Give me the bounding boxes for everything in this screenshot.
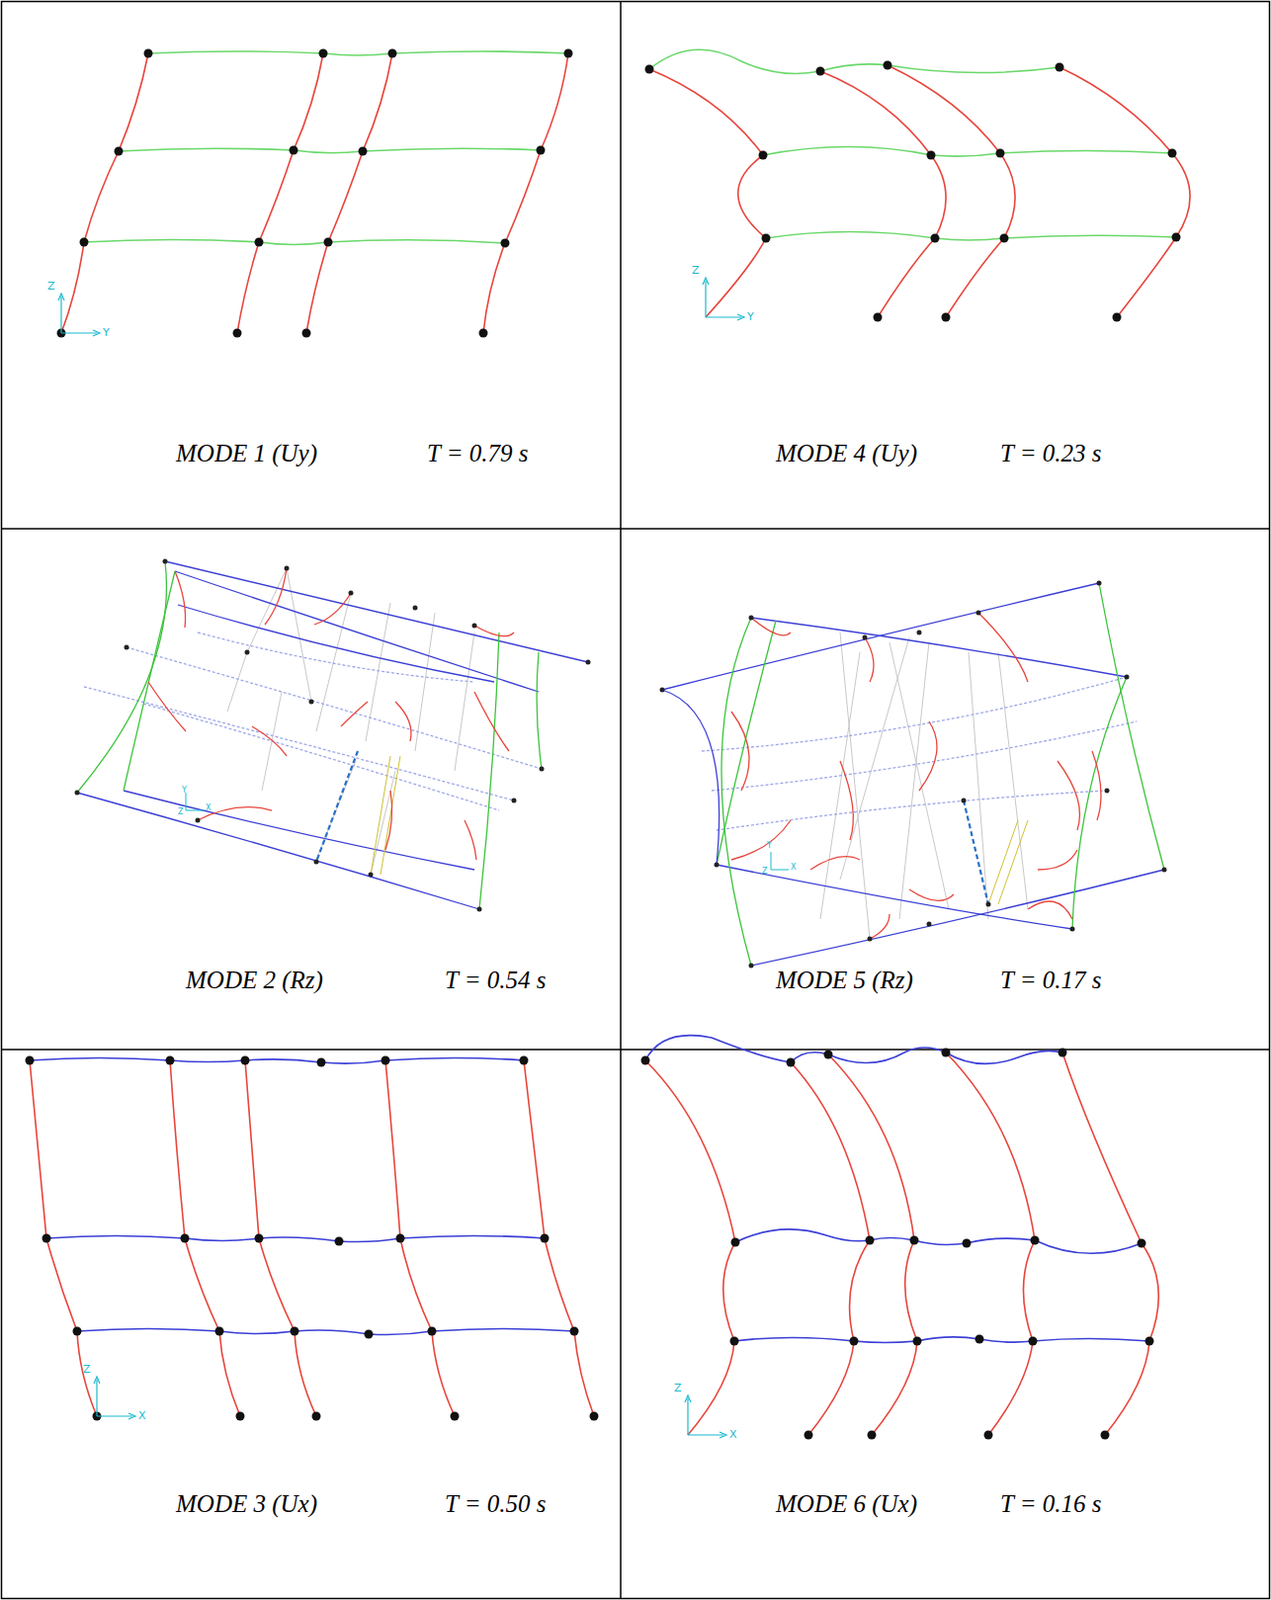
mode-caption: MODE 3 (Ux) xyxy=(175,1490,318,1519)
mode-caption: MODE 1 (Uy) xyxy=(175,439,318,468)
axis-label: Z xyxy=(83,1363,91,1376)
axis-label: X xyxy=(729,1429,738,1441)
axis-label: Z xyxy=(762,867,767,877)
axis-label: Y xyxy=(181,786,187,796)
axis-label: X xyxy=(205,804,211,814)
axis-label: Z xyxy=(177,808,183,818)
axis-label: Y xyxy=(102,327,110,339)
axis-label: Z xyxy=(674,1382,682,1395)
axis-label: X xyxy=(138,1410,147,1423)
period-value: T = 0.17 s xyxy=(1000,966,1102,995)
mode-caption: MODE 2 (Rz) xyxy=(185,966,324,995)
period-value: T = 0.79 s xyxy=(426,439,529,468)
period-value: T = 0.16 s xyxy=(1000,1490,1102,1519)
period-value: T = 0.23 s xyxy=(1000,439,1102,468)
mode-caption: MODE 5 (Rz) xyxy=(775,966,914,995)
mode-caption: MODE 6 (Ux) xyxy=(775,1490,918,1519)
axis-label: Y xyxy=(766,842,772,851)
axis-label: Z xyxy=(691,264,700,277)
axis-label: Z xyxy=(47,280,56,293)
mode-caption: MODE 4 (Uy) xyxy=(775,439,918,468)
period-value: T = 0.54 s xyxy=(444,966,547,995)
axis-label: Y xyxy=(747,311,755,324)
axis-label: X xyxy=(790,863,796,873)
period-value: T = 0.50 s xyxy=(444,1490,547,1519)
